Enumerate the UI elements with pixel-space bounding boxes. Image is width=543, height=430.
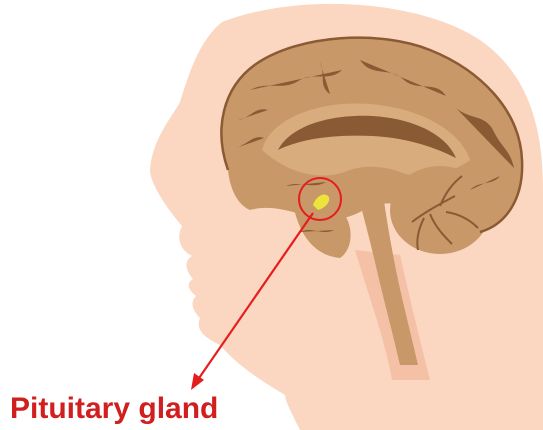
cerebellum bbox=[390, 166, 490, 254]
pituitary-gland-label: Pituitary gland bbox=[10, 391, 218, 427]
